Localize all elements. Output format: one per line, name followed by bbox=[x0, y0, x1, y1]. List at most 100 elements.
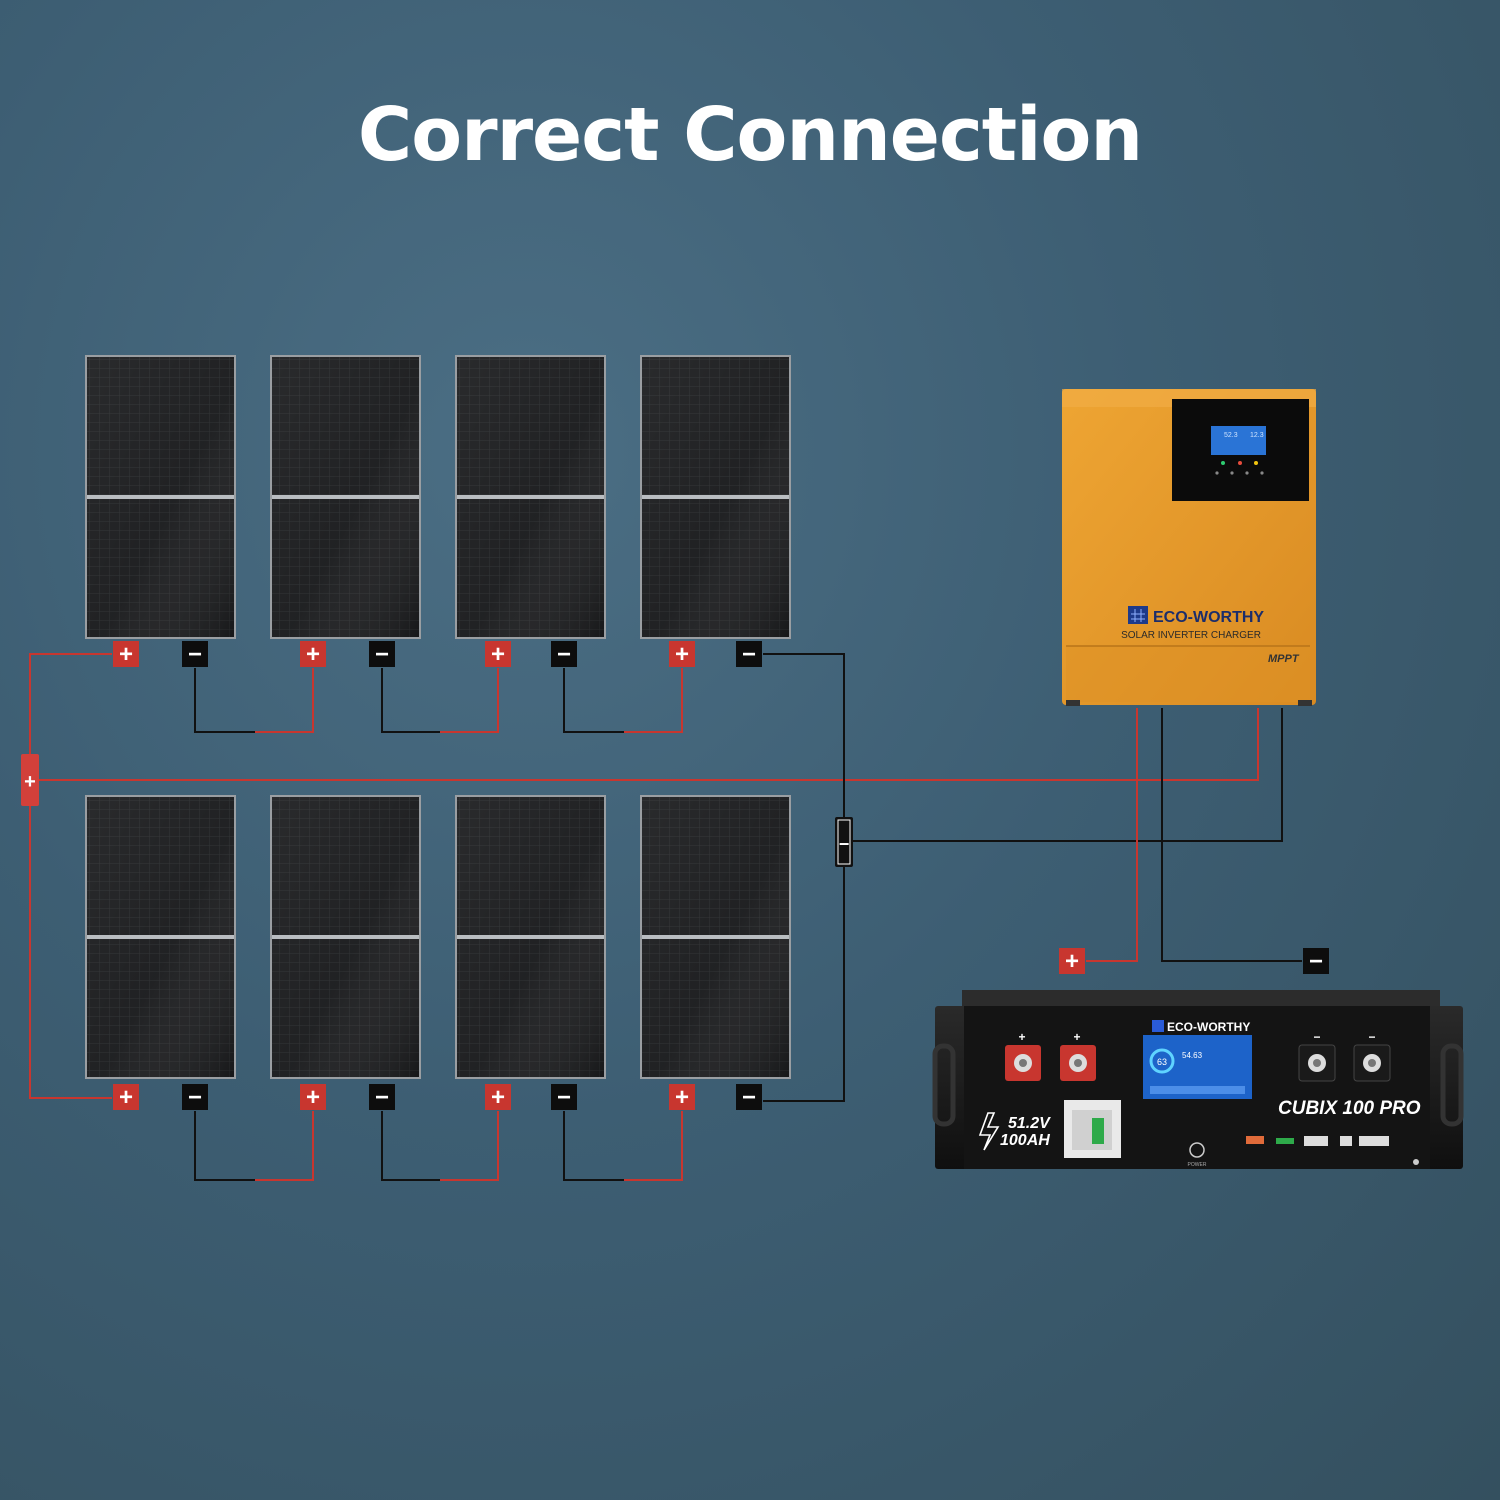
svg-text:+: + bbox=[119, 1084, 133, 1111]
inverter-lcd-screen bbox=[1211, 426, 1266, 455]
wires bbox=[29, 653, 1302, 1181]
svg-text:+: + bbox=[675, 1084, 689, 1111]
solar-panel bbox=[85, 795, 236, 1079]
inverter-button bbox=[1260, 471, 1264, 475]
svg-text:−: − bbox=[188, 1084, 202, 1111]
negative-pv-wire bbox=[852, 708, 1283, 842]
svg-text:54.63: 54.63 bbox=[1182, 1051, 1203, 1060]
svg-text:+: + bbox=[491, 641, 505, 668]
positive-terminal: + bbox=[113, 1084, 139, 1111]
series-jumper-wire bbox=[255, 1111, 314, 1181]
svg-text:+: + bbox=[306, 641, 320, 668]
battery-negative-terminal: − bbox=[1353, 1030, 1391, 1082]
solar-panel bbox=[640, 355, 791, 639]
svg-text:−: − bbox=[742, 641, 756, 668]
svg-text:POWER: POWER bbox=[1188, 1162, 1207, 1168]
battery-brand: ECO-WORTHY bbox=[1167, 1020, 1250, 1034]
svg-text:+: + bbox=[1018, 1030, 1025, 1044]
positive-terminal: + bbox=[300, 1084, 326, 1111]
svg-text:−: − bbox=[375, 1084, 389, 1111]
positive-terminal: + bbox=[669, 1084, 695, 1111]
battery-negative-connector: − bbox=[1303, 948, 1329, 975]
comm-port bbox=[1304, 1136, 1328, 1146]
comm-port bbox=[1340, 1136, 1352, 1146]
solar-panel bbox=[455, 795, 606, 1079]
solar-panel bbox=[455, 355, 606, 639]
lithium-battery: + + − − ECO-WORTHY 63 54.6 bbox=[932, 990, 1464, 1169]
positive-terminal: + bbox=[485, 1084, 511, 1111]
svg-text:+: + bbox=[1065, 948, 1079, 975]
battery-negative-wire bbox=[1161, 708, 1302, 962]
battery-positive-terminal: + bbox=[1060, 1030, 1096, 1081]
svg-text:−: − bbox=[839, 834, 850, 854]
mppt-tag: MPPT bbox=[1268, 653, 1300, 665]
series-jumper-wire bbox=[624, 668, 683, 733]
svg-text:−: − bbox=[375, 641, 389, 668]
solar-panel bbox=[270, 355, 421, 639]
svg-text:+: + bbox=[119, 641, 133, 668]
svg-text:+: + bbox=[491, 1084, 505, 1111]
negative-terminal: − bbox=[736, 641, 762, 668]
series-jumper-wire bbox=[194, 1111, 314, 1181]
svg-text:−: − bbox=[1368, 1030, 1375, 1044]
negative-terminal: − bbox=[369, 1084, 395, 1111]
svg-text:−: − bbox=[557, 641, 571, 668]
positive-terminal: + bbox=[669, 641, 695, 668]
negative-terminal: − bbox=[182, 1084, 208, 1111]
series-jumper-wire bbox=[381, 1111, 499, 1181]
battery-negative-terminal: − bbox=[1298, 1030, 1336, 1082]
series-jumper-wire bbox=[255, 668, 314, 733]
negative-terminal: − bbox=[736, 1084, 762, 1111]
inverter-button bbox=[1230, 471, 1234, 475]
battery-model: CUBIX 100 PRO bbox=[1278, 1098, 1421, 1119]
positive-combiner-connector: + bbox=[21, 754, 39, 806]
svg-text:−: − bbox=[1313, 1030, 1320, 1044]
svg-text:52.3: 52.3 bbox=[1224, 432, 1238, 439]
svg-text:+: + bbox=[306, 1084, 320, 1111]
series-jumper-wire bbox=[381, 668, 499, 733]
svg-text:+: + bbox=[24, 771, 36, 793]
negative-terminal: − bbox=[369, 641, 395, 668]
power-button bbox=[1189, 1142, 1205, 1158]
battery-handle bbox=[1440, 1043, 1464, 1127]
battery-positive-terminal: + bbox=[1005, 1030, 1041, 1081]
negative-combiner-connector: − bbox=[835, 817, 853, 867]
negative-terminal: − bbox=[182, 641, 208, 668]
inverter-button bbox=[1245, 471, 1249, 475]
series-jumper-wire bbox=[440, 668, 499, 733]
solar-panel-array bbox=[85, 355, 791, 1079]
battery-voltage: 51.2V bbox=[1008, 1115, 1051, 1132]
series-jumper-wire bbox=[440, 1111, 499, 1181]
positive-terminal: + bbox=[113, 641, 139, 668]
lightning-icon bbox=[978, 1112, 1000, 1151]
solar-panel bbox=[270, 795, 421, 1079]
positive-terminal: + bbox=[300, 641, 326, 668]
inverter-button bbox=[1215, 471, 1219, 475]
negative-terminal: − bbox=[551, 1084, 577, 1111]
svg-text:+: + bbox=[675, 641, 689, 668]
negative-string-wire bbox=[763, 653, 845, 1102]
comm-port bbox=[1359, 1136, 1389, 1146]
series-jumper-wire bbox=[194, 668, 314, 733]
svg-text:−: − bbox=[557, 1084, 571, 1111]
battery-positive-wire bbox=[1086, 708, 1138, 962]
svg-text:ECO-WORTHY: ECO-WORTHY bbox=[1153, 609, 1264, 626]
series-jumper-wire bbox=[563, 668, 683, 733]
svg-text:−: − bbox=[188, 641, 202, 668]
solar-panel bbox=[640, 795, 791, 1079]
svg-text:−: − bbox=[742, 1084, 756, 1111]
battery-handle bbox=[932, 1043, 956, 1127]
svg-text:−: − bbox=[1309, 948, 1323, 975]
positive-pv-wire bbox=[38, 708, 1259, 781]
series-jumper-wire bbox=[624, 1111, 683, 1181]
svg-text:12.3: 12.3 bbox=[1250, 432, 1264, 439]
solar-inverter: 52.3 12.3 ECO-WORTHY SOLAR INVERTER CHAR… bbox=[1062, 389, 1316, 706]
page-title: Correct Connection bbox=[357, 92, 1143, 178]
positive-terminal: + bbox=[485, 641, 511, 668]
solar-panel bbox=[85, 355, 236, 639]
series-jumper-wire bbox=[563, 1111, 683, 1181]
svg-text:63: 63 bbox=[1157, 1057, 1167, 1067]
battery-capacity: 100AH bbox=[1000, 1132, 1050, 1149]
terminals: + − + − + − + − + − + − + − + − + − bbox=[113, 641, 1329, 1111]
